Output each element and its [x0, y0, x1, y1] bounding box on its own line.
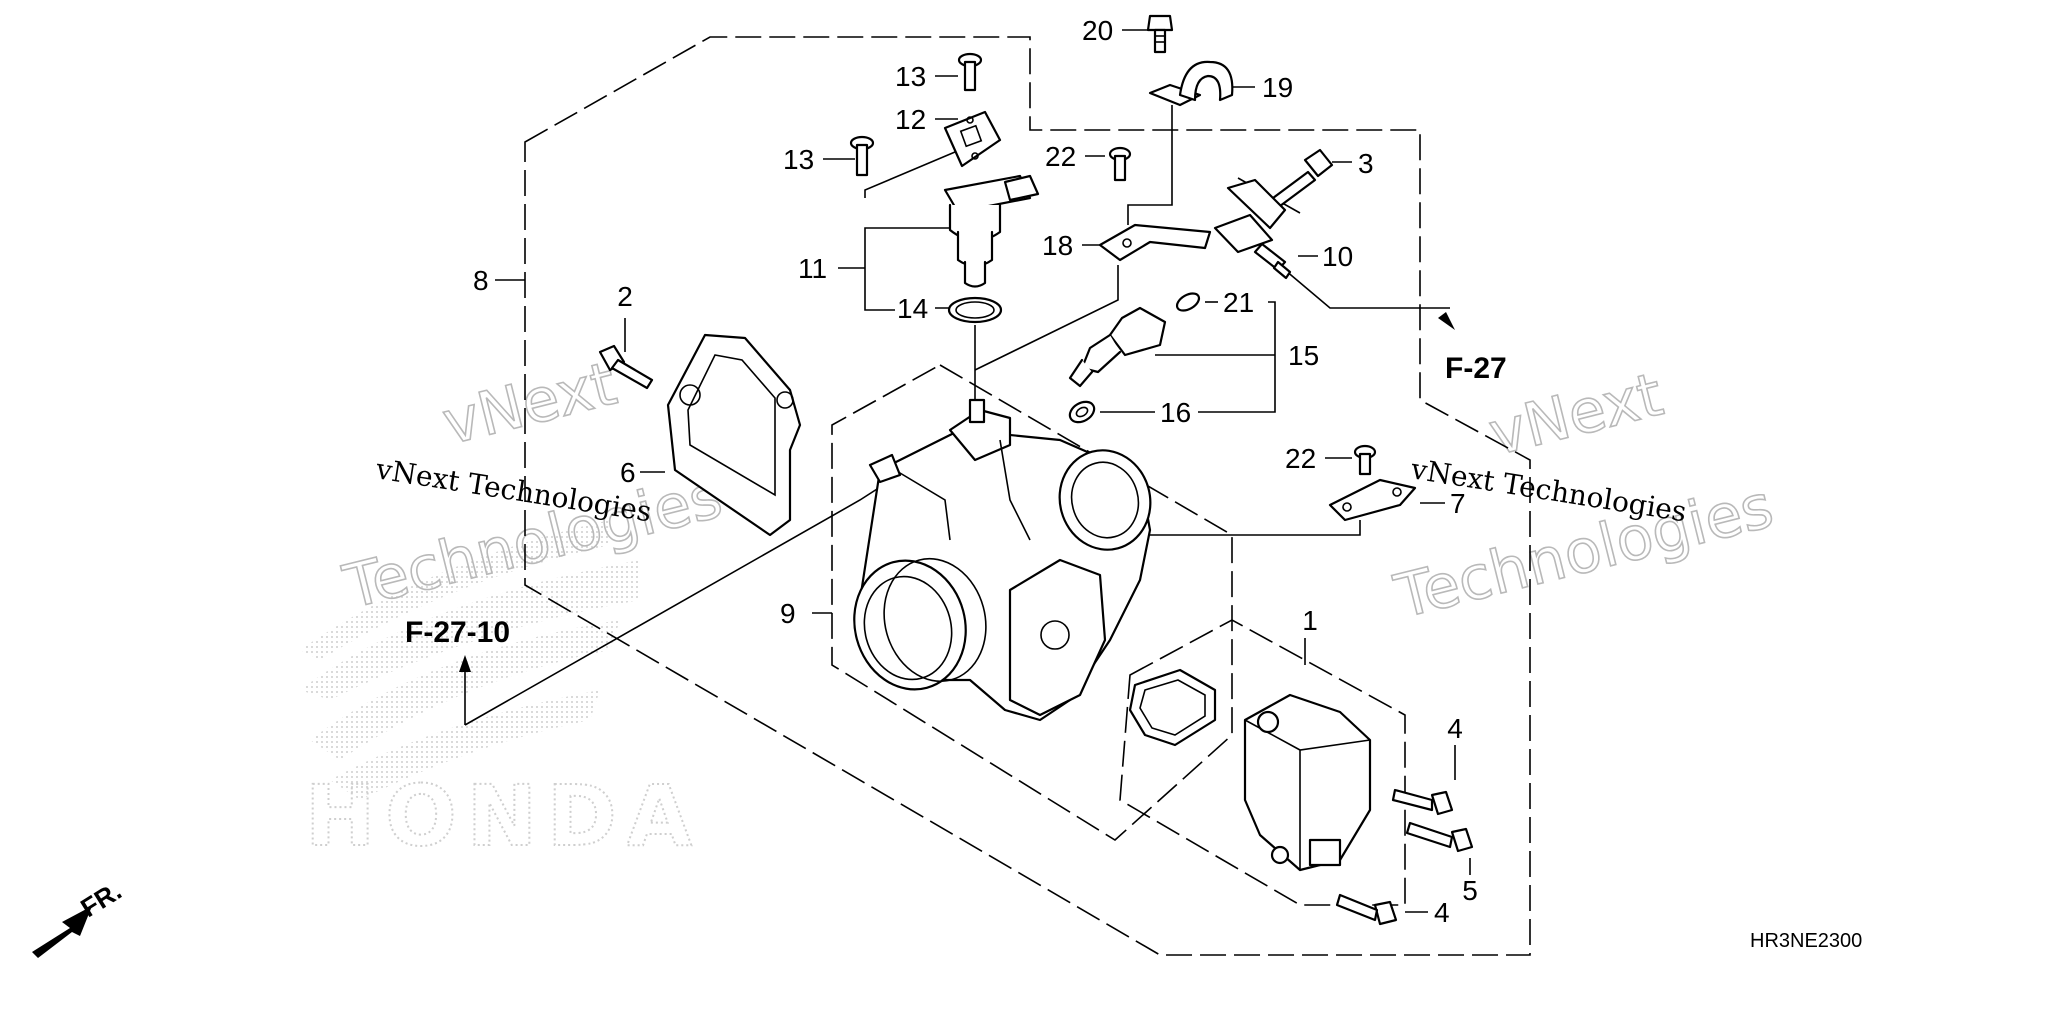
watermark-honda-text: HONDA — [305, 767, 702, 865]
callout-3: 3 — [1358, 148, 1374, 179]
throttle-body-subgroup-boundary — [831, 364, 1233, 841]
bolt-part-5 — [1405, 821, 1474, 853]
callout-20: 20 — [1082, 15, 1113, 46]
bolt-part-4-upper — [1391, 788, 1454, 816]
callout-15: 15 — [1288, 340, 1319, 371]
callout-14: 14 — [897, 293, 928, 324]
gasket-part — [1128, 668, 1217, 747]
callout-5: 5 — [1462, 875, 1478, 906]
sensor-part-1 — [1243, 693, 1372, 872]
callout-13-lower: 13 — [783, 144, 814, 175]
diagram-code: HR3NE2300 — [1750, 930, 1862, 952]
leader-lines — [459, 29, 1471, 913]
bolt-part-4-lower — [1335, 893, 1398, 926]
callout-6: 6 — [620, 457, 636, 488]
callout-22-lower: 22 — [1285, 443, 1316, 474]
sensor-part-11 — [943, 174, 1040, 288]
callout-2: 2 — [617, 281, 633, 312]
callout-11: 11 — [798, 253, 827, 284]
callout-4-lower: 4 — [1434, 897, 1450, 928]
assembly-boundary — [524, 36, 1531, 956]
screw-part-13-lower — [849, 135, 875, 177]
screw-part-13-upper — [957, 52, 983, 92]
callout-10: 10 — [1322, 241, 1353, 272]
bolt-part-2 — [598, 344, 654, 390]
callout-4-upper: 4 — [1447, 713, 1463, 744]
callout-7: 7 — [1450, 488, 1466, 519]
sensor-subgroup-boundary — [1119, 619, 1406, 906]
watermark-left-word-top: vNext — [436, 349, 623, 459]
plate-part-12 — [943, 110, 1002, 168]
cover-part-6 — [666, 333, 802, 537]
plate-part-7 — [1328, 478, 1417, 522]
oring-part-21 — [1175, 292, 1201, 312]
screw-part-22-upper — [1108, 146, 1132, 182]
reference-f-27-10: F-27-10 — [405, 616, 510, 649]
clip-part-19 — [1148, 60, 1234, 107]
fitting-part-10 — [1213, 178, 1292, 280]
callout-19: 19 — [1262, 72, 1293, 103]
callout-8: 8 — [473, 265, 489, 296]
screw-part-22-lower — [1353, 444, 1377, 476]
callout-22-upper: 22 — [1045, 141, 1076, 172]
callout-13-upper: 13 — [895, 61, 926, 92]
front-direction-arrow-icon — [32, 906, 92, 958]
callout-21: 21 — [1223, 287, 1254, 318]
bolt-part-20 — [1146, 14, 1174, 54]
callout-18: 18 — [1042, 230, 1073, 261]
throttle-body-part-9 — [853, 398, 1152, 722]
callout-12: 12 — [895, 104, 926, 135]
callout-9: 9 — [780, 598, 796, 629]
callout-1: 1 — [1302, 605, 1318, 636]
callout-16: 16 — [1160, 397, 1191, 428]
watermark-right-word-top: vNext — [1482, 360, 1669, 470]
seal-part-16 — [1068, 400, 1096, 424]
injector-part-15 — [1068, 306, 1167, 388]
reference-f-27: F-27 — [1445, 352, 1507, 385]
bracket-part-18 — [1098, 223, 1212, 262]
